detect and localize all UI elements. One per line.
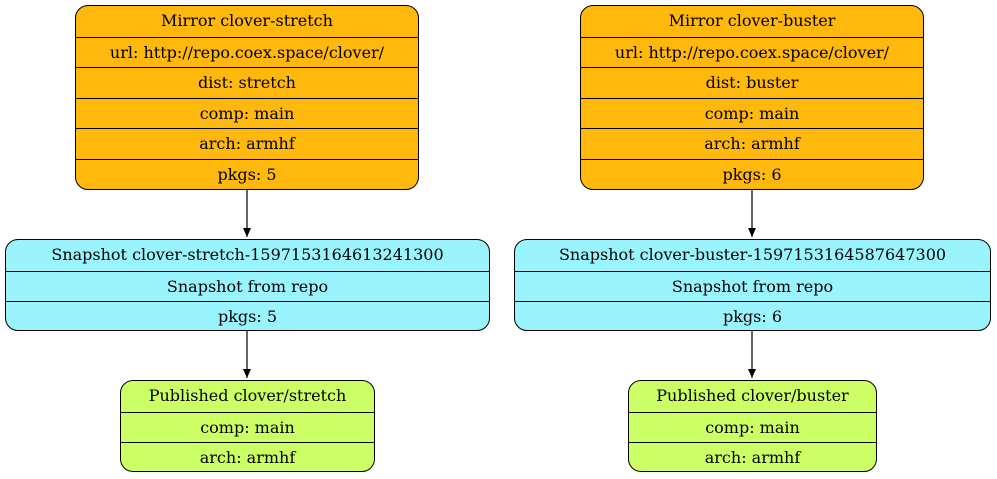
snapshot-title: Snapshot clover-stretch-1597153164613241…	[51, 245, 444, 264]
published-title: Published clover/stretch	[148, 386, 347, 405]
published-arch: arch: armhf	[121, 442, 374, 471]
published-node-buster: Published clover/buster comp: main arch:…	[628, 380, 877, 472]
mirror-title: Mirror clover-buster	[668, 11, 836, 30]
snapshot-description: Snapshot from repo	[515, 270, 990, 302]
mirror-arch: arch: armhf	[581, 128, 923, 159]
snapshot-node-stretch: Snapshot clover-stretch-1597153164613241…	[5, 239, 490, 331]
published-arch: arch: armhf	[629, 442, 876, 471]
published-title: Published clover/buster	[656, 386, 849, 405]
mirror-comp: comp: main	[76, 97, 418, 129]
mirror-url: url: http://repo.coex.space/clover/	[76, 36, 418, 68]
mirror-dist: dist: buster	[581, 67, 923, 98]
published-comp: comp: main	[121, 411, 374, 443]
snapshot-node-buster: Snapshot clover-buster-15971531645876473…	[514, 239, 991, 331]
mirror-pkgs: pkgs: 6	[581, 158, 923, 190]
mirror-pkgs: pkgs: 5	[76, 158, 418, 190]
snapshot-pkgs: pkgs: 5	[6, 301, 489, 330]
snapshot-title: Snapshot clover-buster-15971531645876473…	[558, 245, 947, 264]
published-comp: comp: main	[629, 411, 876, 443]
mirror-url: url: http://repo.coex.space/clover/	[581, 36, 923, 68]
mirror-arch: arch: armhf	[76, 128, 418, 159]
published-node-stretch: Published clover/stretch comp: main arch…	[120, 380, 375, 472]
snapshot-pkgs: pkgs: 6	[515, 301, 990, 330]
mirror-title: Mirror clover-stretch	[161, 11, 333, 30]
mirror-comp: comp: main	[581, 97, 923, 129]
snapshot-description: Snapshot from repo	[6, 270, 489, 302]
mirror-node-stretch: Mirror clover-stretch url: http://repo.c…	[75, 5, 419, 190]
mirror-node-buster: Mirror clover-buster url: http://repo.co…	[580, 5, 924, 190]
mirror-dist: dist: stretch	[76, 67, 418, 98]
